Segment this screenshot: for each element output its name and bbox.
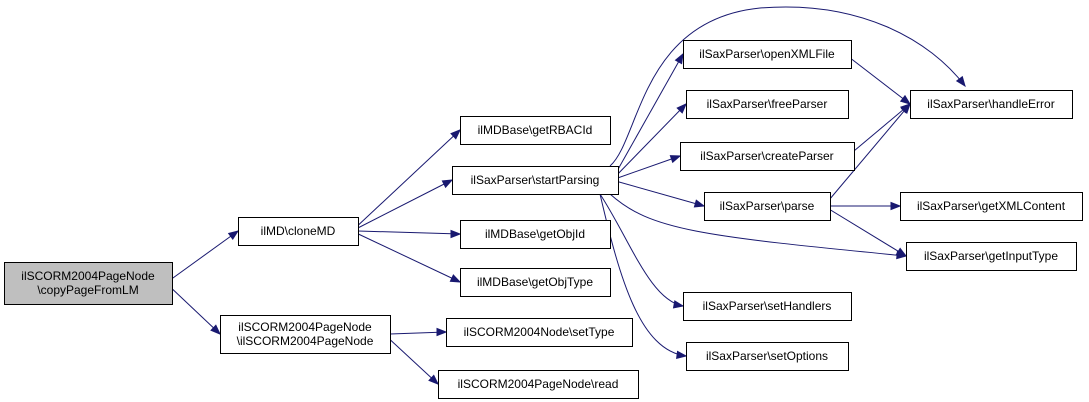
arrowhead [900, 102, 911, 114]
arrowhead [450, 129, 462, 140]
node-label: ilMDBase\getRBACId [478, 123, 593, 137]
arrowhead [693, 199, 706, 208]
node-label: ilSCORM2004PageNode [238, 320, 372, 334]
node-label: ilMD\cloneMD [261, 224, 336, 238]
node-getXMLContent[interactable]: ilSaxParser\getXMLContent [900, 192, 1083, 221]
node-freeParser[interactable]: ilSaxParser\freeParser [686, 90, 849, 119]
edge-ctorPageNode-to-read [383, 333, 440, 385]
edge-cloneMD-to-startParsing [351, 179, 454, 232]
node-box [452, 166, 619, 195]
arrowhead [449, 274, 462, 283]
node-ctorPageNode[interactable]: ilSCORM2004PageNode\ilSCORM2004PageNode [220, 315, 391, 354]
node-label: ilSaxParser\startParsing [471, 173, 600, 187]
node-label: \ilSCORM2004PageNode [237, 334, 374, 348]
node-box [683, 292, 852, 321]
edges-layer [165, 6, 966, 385]
node-box [238, 217, 359, 246]
arrowhead [441, 179, 454, 189]
node-setOptions[interactable]: ilSaxParser\setOptions [686, 342, 849, 371]
arrowhead [955, 75, 966, 88]
node-label: \copyPageFromLM [37, 283, 138, 297]
edge-openXMLFile-to-handleError [844, 53, 912, 105]
edge-startParsing-to-createParser [611, 155, 682, 181]
node-label: ilSaxParser\getInputType [924, 249, 1058, 263]
node-label: ilSCORM2004Node\setType [464, 325, 615, 339]
node-box [686, 90, 849, 119]
edge-cloneMD-to-getObjId [357, 229, 462, 239]
nodes-layer: ilSCORM2004PageNode\copyPageFromLMilMD\c… [4, 40, 1083, 399]
node-box [704, 192, 831, 221]
node-cloneMD[interactable]: ilMD\cloneMD [238, 217, 359, 246]
arrowhead [428, 374, 440, 385]
edge-cloneMD-to-getObjType [351, 230, 462, 283]
node-label: ilSaxParser\setHandlers [703, 299, 832, 313]
node-label: ilSaxParser\setOptions [706, 349, 828, 363]
edge-ctorPageNode-to-setType [389, 327, 448, 337]
edge-startParsing-to-handleError [609, 6, 966, 167]
node-label: ilSCORM2004PageNode\read [458, 377, 619, 391]
node-label: ilSaxParser\freeParser [707, 97, 828, 111]
node-copyPageFromLM[interactable]: ilSCORM2004PageNode\copyPageFromLM [4, 262, 173, 305]
arrowhead [890, 201, 902, 211]
node-read[interactable]: ilSCORM2004PageNode\read [438, 370, 639, 399]
node-box [683, 40, 852, 69]
arrowhead [899, 94, 912, 105]
node-box [910, 90, 1073, 119]
node-box [906, 242, 1077, 271]
node-box [686, 342, 849, 371]
node-box [438, 370, 639, 399]
node-box [680, 142, 855, 171]
node-box [220, 315, 391, 354]
arrowhead [895, 247, 908, 257]
edge-cloneMD-to-getRBACId [351, 129, 462, 232]
node-label: ilSaxParser\handleError [927, 97, 1054, 111]
node-box [4, 262, 173, 305]
node-label: ilSaxParser\getXMLContent [917, 199, 1066, 213]
node-setHandlers[interactable]: ilSaxParser\setHandlers [683, 292, 852, 321]
node-getRBACId[interactable]: ilMDBase\getRBACId [460, 116, 611, 145]
node-box [460, 116, 611, 145]
arrowhead [210, 324, 222, 335]
node-label: ilMDBase\getObjType [477, 275, 593, 289]
arrowhead [436, 327, 448, 337]
node-box [460, 220, 611, 249]
node-getObjType[interactable]: ilMDBase\getObjType [460, 268, 611, 297]
arrowhead [674, 52, 684, 65]
node-handleError[interactable]: ilSaxParser\handleError [910, 90, 1073, 119]
node-box [446, 318, 633, 347]
arrowhead [672, 300, 685, 309]
node-getInputType[interactable]: ilSaxParser\getInputType [906, 242, 1077, 271]
node-startParsing[interactable]: ilSaxParser\startParsing [452, 166, 619, 195]
edge-startParsing-to-freeParser [611, 103, 687, 181]
edge-parse-to-getInputType [823, 205, 908, 257]
edge-createParser-to-handleError [847, 103, 912, 157]
node-label: ilSaxParser\parse [720, 199, 815, 213]
node-label: ilSaxParser\createParser [700, 149, 833, 163]
arrowhead [676, 103, 687, 114]
node-label: ilSaxParser\openXMLFile [699, 47, 835, 61]
edge-startParsing-to-setHandlers [599, 193, 685, 309]
edge-copyPageFromLM-to-cloneMD [165, 230, 240, 284]
edge-copyPageFromLM-to-ctorPageNode [165, 282, 222, 335]
arrowhead [227, 230, 240, 240]
node-setType[interactable]: ilSCORM2004Node\setType [446, 318, 633, 347]
node-label: ilMDBase\getObjId [485, 227, 585, 241]
arrowhead [450, 229, 462, 239]
edge-startParsing-to-openXMLFile [611, 52, 684, 181]
node-box [900, 192, 1083, 221]
edge-parse-to-getXMLContent [830, 201, 902, 211]
arrowhead [676, 350, 688, 359]
node-label: ilSCORM2004PageNode [21, 269, 155, 283]
node-box [460, 268, 611, 297]
node-createParser[interactable]: ilSaxParser\createParser [680, 142, 855, 171]
edge-startParsing-to-parse [611, 179, 706, 208]
node-parse[interactable]: ilSaxParser\parse [704, 192, 831, 221]
arrowhead [669, 155, 682, 164]
node-openXMLFile[interactable]: ilSaxParser\openXMLFile [683, 40, 852, 69]
edge-parse-to-handleError [823, 102, 911, 207]
node-getObjId[interactable]: ilMDBase\getObjId [460, 220, 611, 249]
